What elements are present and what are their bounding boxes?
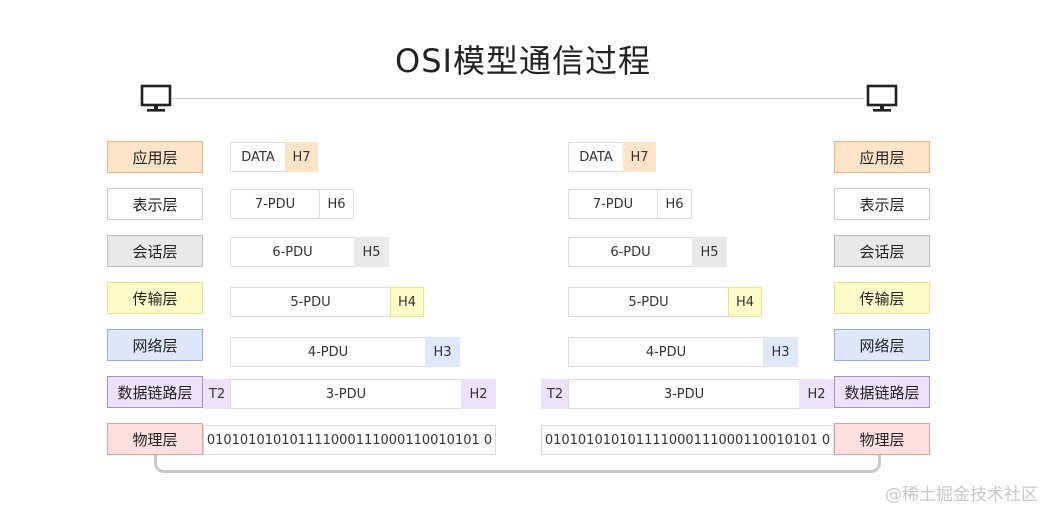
right-layer-application: 应用层 bbox=[834, 141, 930, 173]
left-layer-session: 会话层 bbox=[107, 235, 203, 267]
transmission-bracket bbox=[154, 455, 881, 473]
right-pdu5: 5-PDU bbox=[568, 287, 729, 317]
right-layer-transport: 传输层 bbox=[834, 282, 930, 314]
left-h5-header: H5 bbox=[354, 237, 389, 267]
left-pdu6: 6-PDU bbox=[230, 237, 355, 267]
right-h5-header: H5 bbox=[692, 237, 727, 267]
left-layer-network: 网络层 bbox=[107, 329, 203, 361]
left-pdu4: 4-PDU bbox=[230, 337, 426, 367]
right-layer-session: 会话层 bbox=[834, 235, 930, 267]
left-pdu5: 5-PDU bbox=[230, 287, 391, 317]
right-h3-header: H3 bbox=[763, 337, 798, 367]
left-layer-application: 应用层 bbox=[107, 141, 203, 173]
right-h4-header: H4 bbox=[728, 287, 762, 317]
right-layer-physical: 物理层 bbox=[834, 423, 930, 455]
right-pdu4: 4-PDU bbox=[568, 337, 764, 367]
right-layer-datalink: 数据链路层 bbox=[834, 376, 930, 408]
right-pdu6: 6-PDU bbox=[568, 237, 693, 267]
right-layer-network: 网络层 bbox=[834, 329, 930, 361]
left-layer-presentation: 表示层 bbox=[107, 188, 203, 220]
right-data-unit: DATA bbox=[568, 142, 624, 172]
right-pdu3: 3-PDU bbox=[568, 379, 800, 409]
left-pdu7: 7-PDU bbox=[230, 189, 320, 219]
left-h4-header: H4 bbox=[390, 287, 424, 317]
right-layer-presentation: 表示层 bbox=[834, 188, 930, 220]
left-data-unit: DATA bbox=[230, 142, 286, 172]
right-pdu7: 7-PDU bbox=[568, 189, 658, 219]
left-layer-physical: 物理层 bbox=[107, 423, 203, 455]
left-bitstream: 010101010101111000111000110010101 0 bbox=[203, 425, 496, 455]
left-t2-trailer: T2 bbox=[203, 379, 231, 409]
left-h2-header: H2 bbox=[461, 379, 496, 409]
right-h2-header: H2 bbox=[799, 379, 834, 409]
left-h6-header: H6 bbox=[319, 189, 354, 219]
page-title: OSI模型通信过程 bbox=[395, 42, 651, 80]
right-h6-header: H6 bbox=[657, 189, 692, 219]
right-monitor-icon bbox=[866, 84, 898, 112]
connection-line bbox=[172, 98, 864, 99]
left-monitor-icon bbox=[140, 84, 172, 112]
right-bitstream: 010101010101111000111000110010101 0 bbox=[541, 425, 834, 455]
left-layer-datalink: 数据链路层 bbox=[107, 376, 203, 408]
right-t2-trailer: T2 bbox=[541, 379, 569, 409]
left-h3-header: H3 bbox=[425, 337, 460, 367]
watermark: @稀土掘金技术社区 bbox=[885, 485, 1038, 505]
left-layer-transport: 传输层 bbox=[107, 282, 203, 314]
left-pdu3: 3-PDU bbox=[230, 379, 462, 409]
left-h7-header: H7 bbox=[285, 142, 318, 172]
right-h7-header: H7 bbox=[623, 142, 656, 172]
